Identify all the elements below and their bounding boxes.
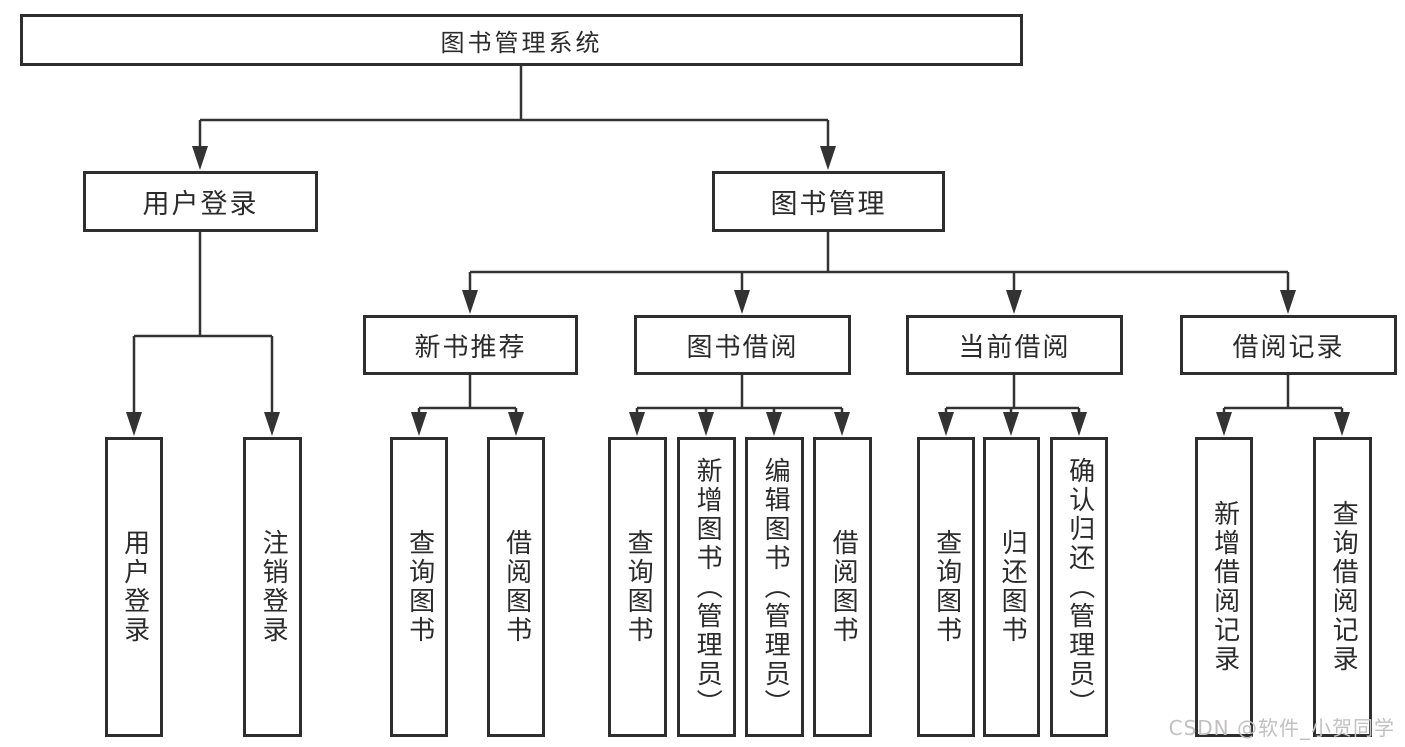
node-root-label: 图书管理系统 [440, 28, 603, 57]
arrow-down-icon [462, 290, 478, 314]
leaf-add-books-admin-label: 新增图书（管理员） [692, 456, 723, 718]
arrow-down-icon [1280, 290, 1296, 314]
arrow-down-icon [820, 146, 836, 170]
node-borrowing-records-label: 借阅记录 [1232, 332, 1345, 363]
new-book-group-wires [417, 375, 518, 420]
leaf-user-login-label: 用户登录 [119, 529, 150, 645]
arrow-down-icon [834, 412, 850, 436]
watermark: CSDN @软件_小贺同学 [1168, 716, 1395, 740]
leaf-borrow-books-1-label: 借阅图书 [501, 529, 532, 645]
node-book-management-label: 图书管理 [770, 189, 887, 220]
node-root: 图书管理系统 [20, 14, 1023, 66]
arrow-down-icon [264, 412, 280, 436]
node-book-borrowing: 图书借阅 [634, 315, 851, 375]
leaf-add-borrow-record-label: 新增借阅记录 [1209, 500, 1240, 674]
arrow-down-icon [1216, 412, 1232, 436]
node-current-borrowing-label: 当前借阅 [958, 332, 1071, 363]
arrow-down-icon [126, 412, 142, 436]
leaf-query-books-1: 查询图书 [390, 437, 448, 737]
leaf-query-books-2-label: 查询图书 [623, 529, 654, 645]
leaf-add-books-admin: 新增图书（管理员） [677, 437, 736, 737]
leaf-query-borrow-record: 查询借阅记录 [1313, 437, 1372, 737]
node-new-book-recommend-label: 新书推荐 [414, 332, 527, 363]
books-branch-wires [468, 232, 1290, 296]
leaf-logout-label: 注销登录 [258, 529, 289, 645]
borrow-records-group-wires [1222, 375, 1344, 420]
arrow-down-icon [698, 412, 714, 436]
node-new-book-recommend: 新书推荐 [363, 315, 578, 375]
leaf-return-books-label: 归还图书 [997, 529, 1028, 645]
leaf-borrow-books-2-label: 借阅图书 [828, 529, 859, 645]
node-book-borrowing-label: 图书借阅 [686, 332, 799, 363]
arrow-down-icon [411, 412, 427, 436]
leaf-return-books: 归还图书 [983, 437, 1040, 737]
book-borrow-group-wires [635, 375, 844, 420]
leaf-query-books-1-label: 查询图书 [404, 529, 435, 645]
arrow-down-icon [1071, 412, 1087, 436]
root-branch-wires [198, 66, 830, 152]
leaf-logout: 注销登录 [243, 437, 302, 737]
arrow-down-icon [766, 412, 782, 436]
node-borrowing-records: 借阅记录 [1180, 315, 1397, 375]
leaf-borrow-books-1: 借阅图书 [487, 437, 545, 737]
leaf-query-borrow-record-label: 查询借阅记录 [1328, 500, 1359, 674]
arrowheads [126, 146, 1350, 436]
leaf-add-borrow-record: 新增借阅记录 [1195, 437, 1253, 737]
arrow-down-icon [1003, 412, 1019, 436]
node-user-login-branch-label: 用户登录 [142, 189, 259, 220]
arrow-down-icon [192, 146, 208, 170]
leaf-query-books-3: 查询图书 [917, 437, 975, 737]
arrow-down-icon [1006, 290, 1022, 314]
arrow-down-icon [734, 290, 750, 314]
node-user-login-branch: 用户登录 [83, 171, 318, 232]
arrow-down-icon [629, 412, 645, 436]
user-branch-wires [132, 232, 274, 420]
leaf-query-books-3-label: 查询图书 [931, 529, 962, 645]
node-book-management: 图书管理 [712, 171, 945, 232]
arrow-down-icon [938, 412, 954, 436]
node-current-borrowing: 当前借阅 [906, 315, 1123, 375]
arrow-down-icon [1334, 412, 1350, 436]
leaf-confirm-return-admin: 确认归还（管理员） [1050, 437, 1108, 737]
leaf-confirm-return-admin-label: 确认归还（管理员） [1064, 456, 1095, 718]
leaf-edit-books-admin-label: 编辑图书（管理员） [760, 456, 791, 718]
leaf-edit-books-admin: 编辑图书（管理员） [745, 437, 804, 737]
leaf-borrow-books-2: 借阅图书 [813, 437, 872, 737]
arrow-down-icon [508, 412, 524, 436]
leaf-query-books-2: 查询图书 [608, 437, 667, 737]
leaf-user-login: 用户登录 [105, 437, 163, 737]
